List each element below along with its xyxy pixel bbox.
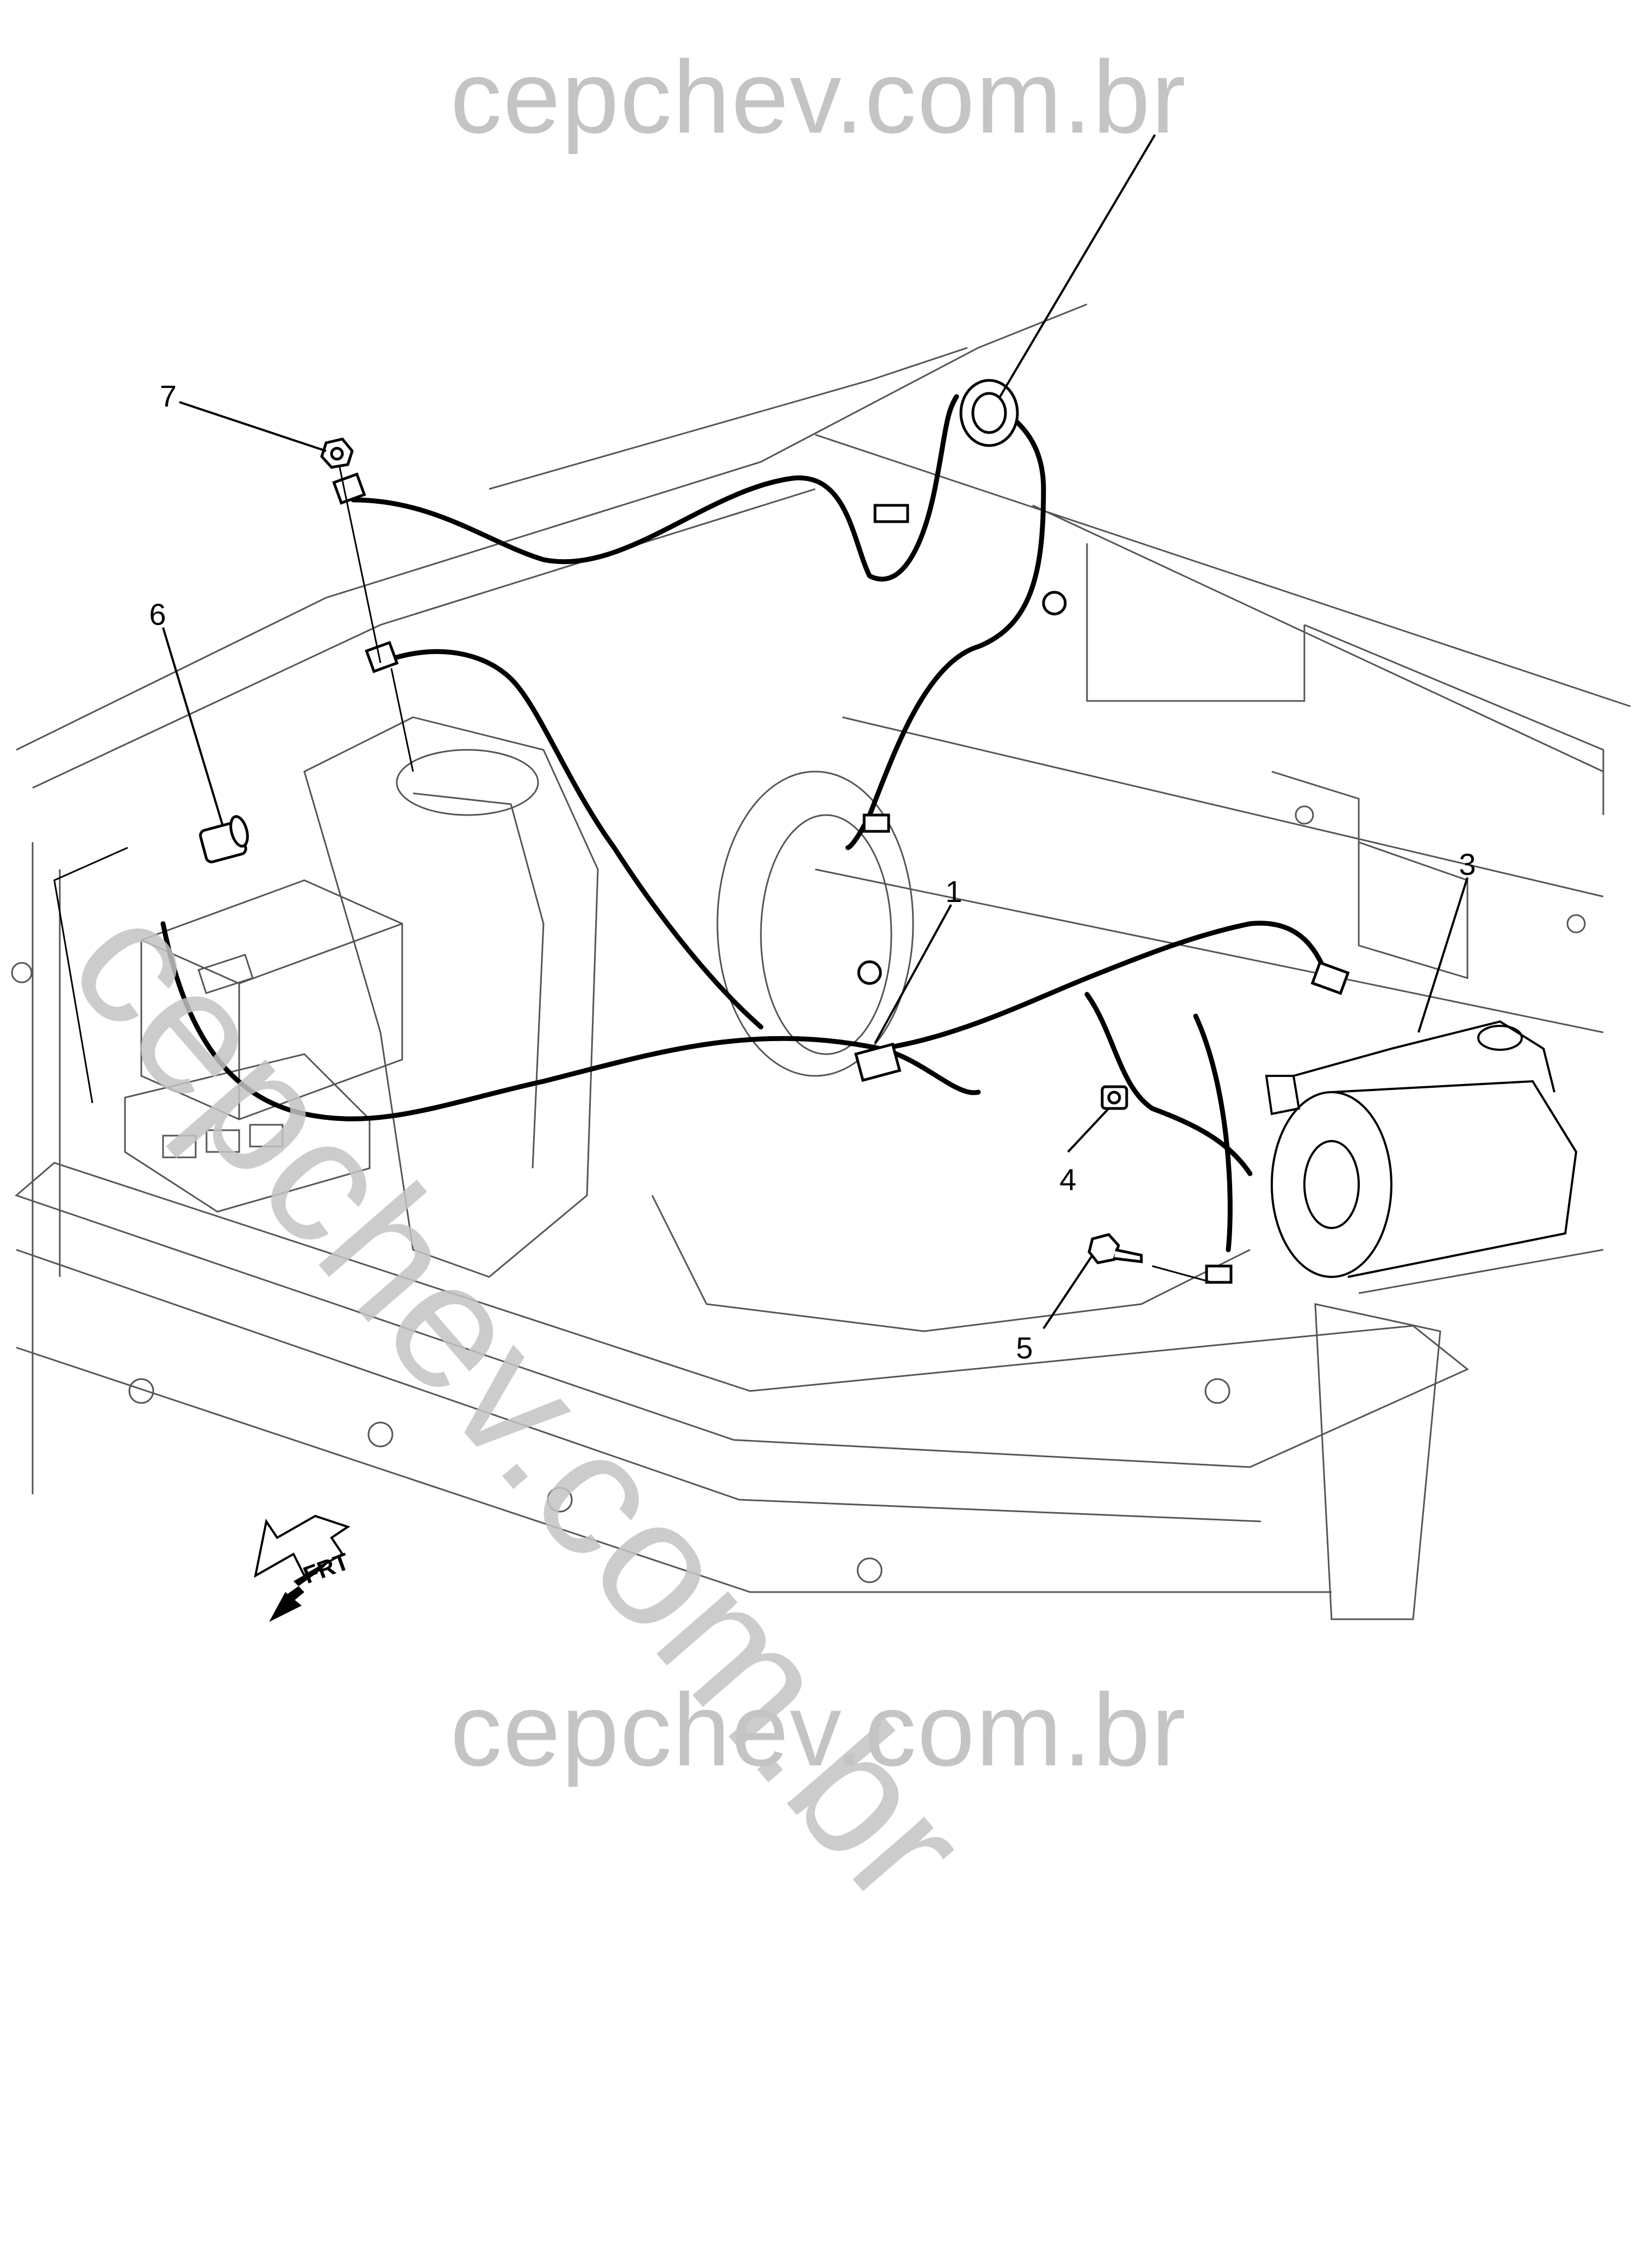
callout-3: 3 xyxy=(1459,847,1476,881)
callout-1: 1 xyxy=(945,874,962,909)
diagram-stage: 7 6 1 3 4 5 FRT cepchev.com.br cepchev.c… xyxy=(11,40,1631,1940)
bolt-item-5-icon xyxy=(1088,1233,1143,1264)
callout-5: 5 xyxy=(1016,1331,1033,1365)
leader-lines xyxy=(53,134,1469,1330)
watermark-bottom: cepchev.com.br xyxy=(450,1672,1187,1788)
callout-labels: 7 6 1 3 4 5 xyxy=(149,379,1476,1365)
front-direction-indicator: FRT xyxy=(254,1514,353,1622)
starter-motor xyxy=(1265,1020,1578,1278)
callout-6: 6 xyxy=(149,597,166,631)
callout-4: 4 xyxy=(1059,1162,1076,1196)
watermark-top: cepchev.com.br xyxy=(450,40,1187,155)
nut-item-4-icon xyxy=(1101,1085,1128,1110)
terminal-boot-item-6-icon xyxy=(199,815,249,863)
nut-item-7-icon xyxy=(320,437,354,469)
cable-connectors xyxy=(332,379,1350,1284)
engine-bay-diagram: 7 6 1 3 4 5 FRT xyxy=(11,134,1631,1622)
arrow-icon xyxy=(269,1592,302,1622)
callout-7: 7 xyxy=(160,379,177,413)
vehicle-body-outline xyxy=(11,303,1631,1620)
fasteners xyxy=(199,437,1143,1264)
